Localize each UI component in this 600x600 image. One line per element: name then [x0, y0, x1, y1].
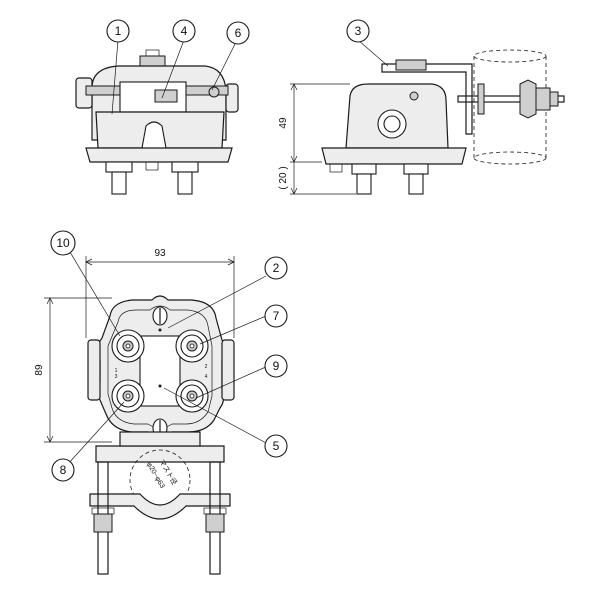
front-center-stub	[145, 161, 159, 171]
dim-89-text: 89	[34, 364, 45, 376]
callout-2: 2	[264, 256, 288, 280]
dim-49-arrow-top	[290, 83, 298, 91]
callout-8-label: 8	[60, 463, 67, 477]
callout-3: 3	[346, 19, 370, 43]
dim-49-arrow-bot	[290, 155, 298, 163]
leader-1	[111, 39, 119, 115]
front-connector-right	[177, 171, 193, 195]
dim-89-arrow-top	[46, 297, 54, 305]
front-top-nut	[139, 55, 166, 67]
callout-6: 6	[226, 21, 250, 45]
callout-5: 5	[264, 434, 288, 458]
side-hex-nut	[535, 87, 551, 111]
dim-89-arrow-bot	[46, 435, 54, 443]
leader-10	[69, 251, 121, 337]
leader-9	[195, 365, 269, 399]
side-port-inner	[383, 115, 401, 133]
side-mast-top	[473, 49, 547, 63]
top-dot-upper	[158, 328, 162, 332]
side-view	[321, 49, 565, 195]
port-3	[111, 379, 145, 413]
side-clamp-inner	[477, 83, 485, 115]
top-leaders	[67, 251, 269, 465]
callout-2-label: 2	[273, 261, 280, 275]
ubolt-left-nut	[93, 513, 113, 533]
callout-9: 9	[264, 354, 288, 378]
dim-93-arrow-right	[227, 258, 235, 266]
port-1	[111, 329, 145, 363]
ubolt-right-nut	[205, 513, 225, 533]
callout-8: 8	[51, 458, 75, 482]
leader-3	[357, 39, 389, 67]
top-right-tab	[221, 339, 235, 401]
port-number-4: 4	[205, 374, 208, 380]
dim-20-arrow-bot	[290, 187, 298, 195]
front-screw	[208, 86, 220, 98]
port-number-2: 2	[205, 364, 208, 370]
top-view: 1 2 3 4 マスト径 φ20~φ63	[87, 295, 235, 575]
top-left-tab	[87, 339, 101, 401]
side-dimensions: 49 ( 20 )	[278, 39, 389, 195]
callout-5-label: 5	[273, 439, 280, 453]
side-conn-b	[408, 173, 424, 195]
front-base-flange	[85, 147, 233, 163]
port-4	[175, 379, 209, 413]
leader-6	[211, 41, 237, 91]
front-center-notch	[141, 121, 167, 149]
leader-4	[161, 39, 185, 99]
port-2	[175, 329, 209, 363]
callout-1: 1	[106, 19, 130, 43]
callout-7: 7	[264, 304, 288, 328]
callout-10-label: 10	[56, 236, 70, 250]
top-center-plate	[139, 335, 181, 407]
side-small-stub	[329, 163, 343, 173]
side-base	[321, 147, 467, 165]
callout-7-label: 7	[273, 309, 280, 323]
top-clamp-band	[89, 493, 231, 520]
port-number-3: 3	[115, 374, 118, 380]
side-bracket-nut	[395, 59, 427, 71]
callout-10: 10	[50, 230, 76, 256]
dim-93-text: 93	[154, 248, 166, 259]
top-bracket-neck	[119, 431, 201, 447]
leader-5	[163, 387, 269, 445]
top-dot-lower	[158, 384, 162, 388]
callout-4-label: 4	[181, 24, 188, 38]
side-washer	[549, 91, 559, 107]
front-view	[75, 49, 239, 195]
side-bracket	[381, 63, 473, 135]
dim-49-text: 49	[278, 117, 289, 129]
leader-7	[199, 315, 267, 345]
front-top-bolt	[145, 49, 160, 57]
side-conn-a	[356, 173, 372, 195]
side-conn-a-nut	[351, 163, 377, 175]
leader-8	[67, 401, 125, 465]
front-label-inset	[154, 89, 178, 103]
dim-20-text: ( 20 )	[278, 166, 289, 189]
port-number-1: 1	[115, 368, 118, 374]
front-right-ear	[225, 83, 239, 113]
side-screw	[409, 91, 419, 101]
front-leaders	[111, 39, 237, 115]
front-connector-left-nut	[105, 161, 133, 173]
side-mast-bottom	[473, 151, 547, 165]
side-clamp-plate	[519, 79, 537, 119]
callout-1-label: 1	[115, 24, 122, 38]
top-dimensions: 93 89	[34, 248, 235, 443]
dim-93-arrow-left	[85, 258, 93, 266]
side-ubolt-rod	[457, 95, 565, 103]
leader-2	[167, 275, 267, 329]
callout-9-label: 9	[273, 359, 280, 373]
ubolt-right-washer	[203, 507, 227, 515]
ubolt-left-washer	[91, 507, 115, 515]
front-connector-left	[111, 171, 127, 195]
callout-3-label: 3	[355, 24, 362, 38]
callout-4: 4	[172, 19, 196, 43]
callout-6-label: 6	[235, 26, 242, 40]
side-conn-b-nut	[403, 163, 429, 175]
front-connector-right-nut	[171, 161, 199, 173]
mast-outline	[129, 449, 191, 511]
